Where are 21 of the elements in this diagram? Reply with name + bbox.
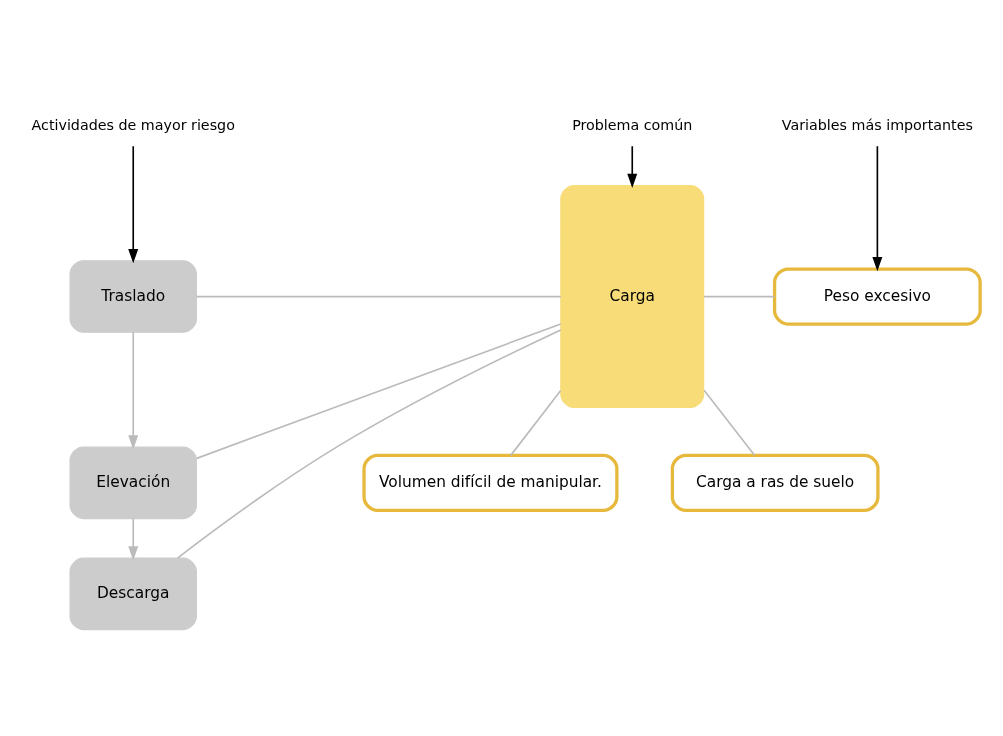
arrow (127, 331, 138, 450)
node-text: Variables más importantes (781, 116, 973, 133)
arrow (871, 145, 882, 272)
connector (509, 389, 561, 457)
connector (195, 323, 562, 460)
node-box: Peso excesivo (772, 267, 982, 326)
node-text: Actividades de mayor riesgo (31, 116, 235, 133)
connector (195, 295, 562, 298)
node-box: Carga (559, 185, 704, 409)
node-box: Elevación (68, 446, 197, 520)
arrow (127, 517, 138, 561)
arrow (127, 145, 138, 264)
node-text: Problema común (571, 116, 692, 133)
connector (702, 295, 775, 298)
connector (702, 389, 755, 456)
node-box: Traslado (68, 260, 197, 333)
node-box: Carga a ras de suelo (670, 453, 880, 512)
arrow (626, 145, 637, 188)
connector (176, 329, 562, 559)
node-box: Descarga (68, 557, 197, 631)
node-box: Volumen difícil de manipular. (361, 453, 618, 512)
